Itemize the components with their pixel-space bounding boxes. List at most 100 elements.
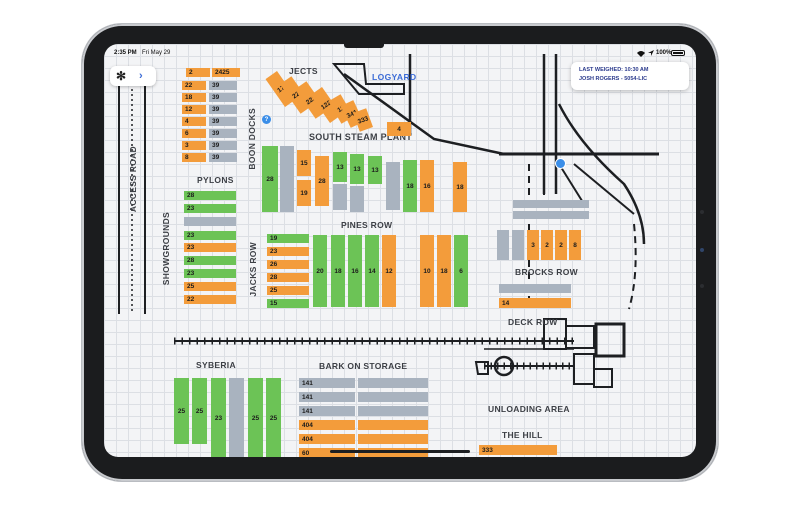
stack[interactable]: 22 xyxy=(182,81,206,90)
stack[interactable]: 25 xyxy=(192,378,207,444)
stack-empty[interactable] xyxy=(499,284,571,293)
stack[interactable]: 28 xyxy=(184,191,236,200)
stack-empty[interactable] xyxy=(358,406,428,416)
last-weighed-card[interactable]: LAST WEIGHED: 10:30 AM JOSH ROGERS - 505… xyxy=(571,62,689,90)
stack[interactable]: 14 xyxy=(499,298,571,308)
stack-empty[interactable] xyxy=(358,392,428,402)
deck-row-label: DECK ROW xyxy=(508,317,558,327)
stack[interactable]: 39 xyxy=(209,153,237,162)
status-time: 2:35 PM xyxy=(114,50,137,56)
stack[interactable]: 18 xyxy=(453,162,467,212)
camera-notch xyxy=(344,44,384,48)
stack[interactable]: 2425 xyxy=(212,68,240,77)
location-marker[interactable] xyxy=(555,158,566,169)
stack[interactable]: 18 xyxy=(182,93,206,102)
stack[interactable]: 16 xyxy=(420,160,434,212)
stack[interactable]: 60 xyxy=(299,448,355,457)
location-icon xyxy=(648,50,654,58)
access-road-label: ACCESS ROAD xyxy=(128,146,138,213)
stack[interactable]: 18 xyxy=(403,160,417,212)
stack[interactable]: 12 xyxy=(182,105,206,114)
stack[interactable]: 404 xyxy=(299,420,355,430)
stack-empty[interactable] xyxy=(358,378,428,388)
stack[interactable]: 4 xyxy=(182,117,206,126)
stack[interactable]: 8 xyxy=(569,230,581,260)
stack[interactable]: 3 xyxy=(182,141,206,150)
stack-empty[interactable] xyxy=(229,378,244,457)
asterisk-icon[interactable]: ✻ xyxy=(116,69,127,83)
stack[interactable]: 22 xyxy=(184,295,236,304)
stack-empty[interactable] xyxy=(358,420,428,430)
stack[interactable]: 23 xyxy=(184,231,236,240)
stack[interactable]: 13 xyxy=(350,154,364,184)
pylons-label: PYLONS xyxy=(197,175,234,185)
stack[interactable]: 2 xyxy=(186,68,210,77)
stack[interactable]: 39 xyxy=(209,129,237,138)
stack[interactable]: 39 xyxy=(209,141,237,150)
stack-empty[interactable] xyxy=(513,211,589,219)
stack-empty[interactable] xyxy=(386,162,400,210)
map-control xyxy=(110,66,156,86)
home-indicator xyxy=(330,450,470,453)
projects-label: JECTS xyxy=(289,66,318,76)
stack-empty[interactable] xyxy=(358,434,428,444)
stack[interactable]: 141 xyxy=(299,378,355,388)
stack-empty[interactable] xyxy=(513,200,589,208)
stack[interactable]: 23 xyxy=(184,204,236,213)
stack[interactable]: 25 xyxy=(267,286,309,295)
stack[interactable]: 2 xyxy=(555,230,567,260)
stack[interactable]: 20 xyxy=(313,235,327,307)
stack[interactable]: 13 xyxy=(368,156,382,184)
stack[interactable]: 141 xyxy=(299,392,355,402)
boon-docks-label: BOON DOCKS xyxy=(247,108,257,170)
stack[interactable]: 39 xyxy=(209,105,237,114)
stack[interactable]: 2 xyxy=(541,230,553,260)
stack[interactable]: 23 xyxy=(267,247,309,256)
stack[interactable]: 39 xyxy=(209,117,237,126)
stack[interactable]: 25 xyxy=(184,282,236,291)
stack[interactable]: 26 xyxy=(267,260,309,269)
stack[interactable]: 8 xyxy=(182,153,206,162)
stack-empty[interactable] xyxy=(497,230,509,260)
stack[interactable]: 28 xyxy=(267,273,309,282)
stack[interactable]: 39 xyxy=(209,93,237,102)
stack[interactable]: 19 xyxy=(267,234,309,243)
stack[interactable]: 13 xyxy=(333,152,347,182)
stack[interactable]: 19 xyxy=(297,180,311,206)
stack[interactable]: 4 xyxy=(387,122,411,136)
stack[interactable]: 28 xyxy=(315,156,329,206)
stack[interactable]: 404 xyxy=(299,434,355,444)
stack-empty[interactable] xyxy=(280,146,294,212)
stack[interactable]: 12 xyxy=(382,235,396,307)
stack[interactable]: 14 xyxy=(365,235,379,307)
stack[interactable]: 141 xyxy=(299,406,355,416)
boon-docks-marker[interactable]: ? xyxy=(262,115,271,124)
stack[interactable]: 18 xyxy=(331,235,345,307)
stack[interactable]: 15 xyxy=(267,299,309,308)
stack[interactable] xyxy=(184,217,236,226)
stack[interactable]: 333 xyxy=(479,445,557,455)
stack[interactable]: 15 xyxy=(297,150,311,176)
yard-map-base xyxy=(118,54,659,388)
stack[interactable]: 28 xyxy=(184,256,236,265)
stack[interactable]: 25 xyxy=(266,378,281,457)
stack[interactable]: 39 xyxy=(209,81,237,90)
stack[interactable]: 6 xyxy=(454,235,468,307)
stack[interactable]: 23 xyxy=(184,269,236,278)
stack[interactable]: 23 xyxy=(211,378,226,457)
stack-empty[interactable] xyxy=(333,184,347,210)
stack[interactable]: 25 xyxy=(248,378,263,457)
chevron-right-icon[interactable]: › xyxy=(139,70,143,82)
stack[interactable]: 3 xyxy=(527,230,539,260)
stack[interactable]: 28 xyxy=(262,146,278,212)
showgrounds-label: SHOWGROUNDS xyxy=(161,212,171,286)
stack[interactable]: 18 xyxy=(437,235,451,307)
stack[interactable]: 6 xyxy=(182,129,206,138)
stack[interactable]: 25 xyxy=(174,378,189,444)
stack-empty[interactable] xyxy=(350,186,364,212)
stack[interactable]: 23 xyxy=(184,243,236,252)
stack[interactable]: 16 xyxy=(348,235,362,307)
stack-empty[interactable] xyxy=(512,230,524,260)
stack[interactable]: 10 xyxy=(420,235,434,307)
jacks-row-label: JACKS ROW xyxy=(248,242,258,297)
